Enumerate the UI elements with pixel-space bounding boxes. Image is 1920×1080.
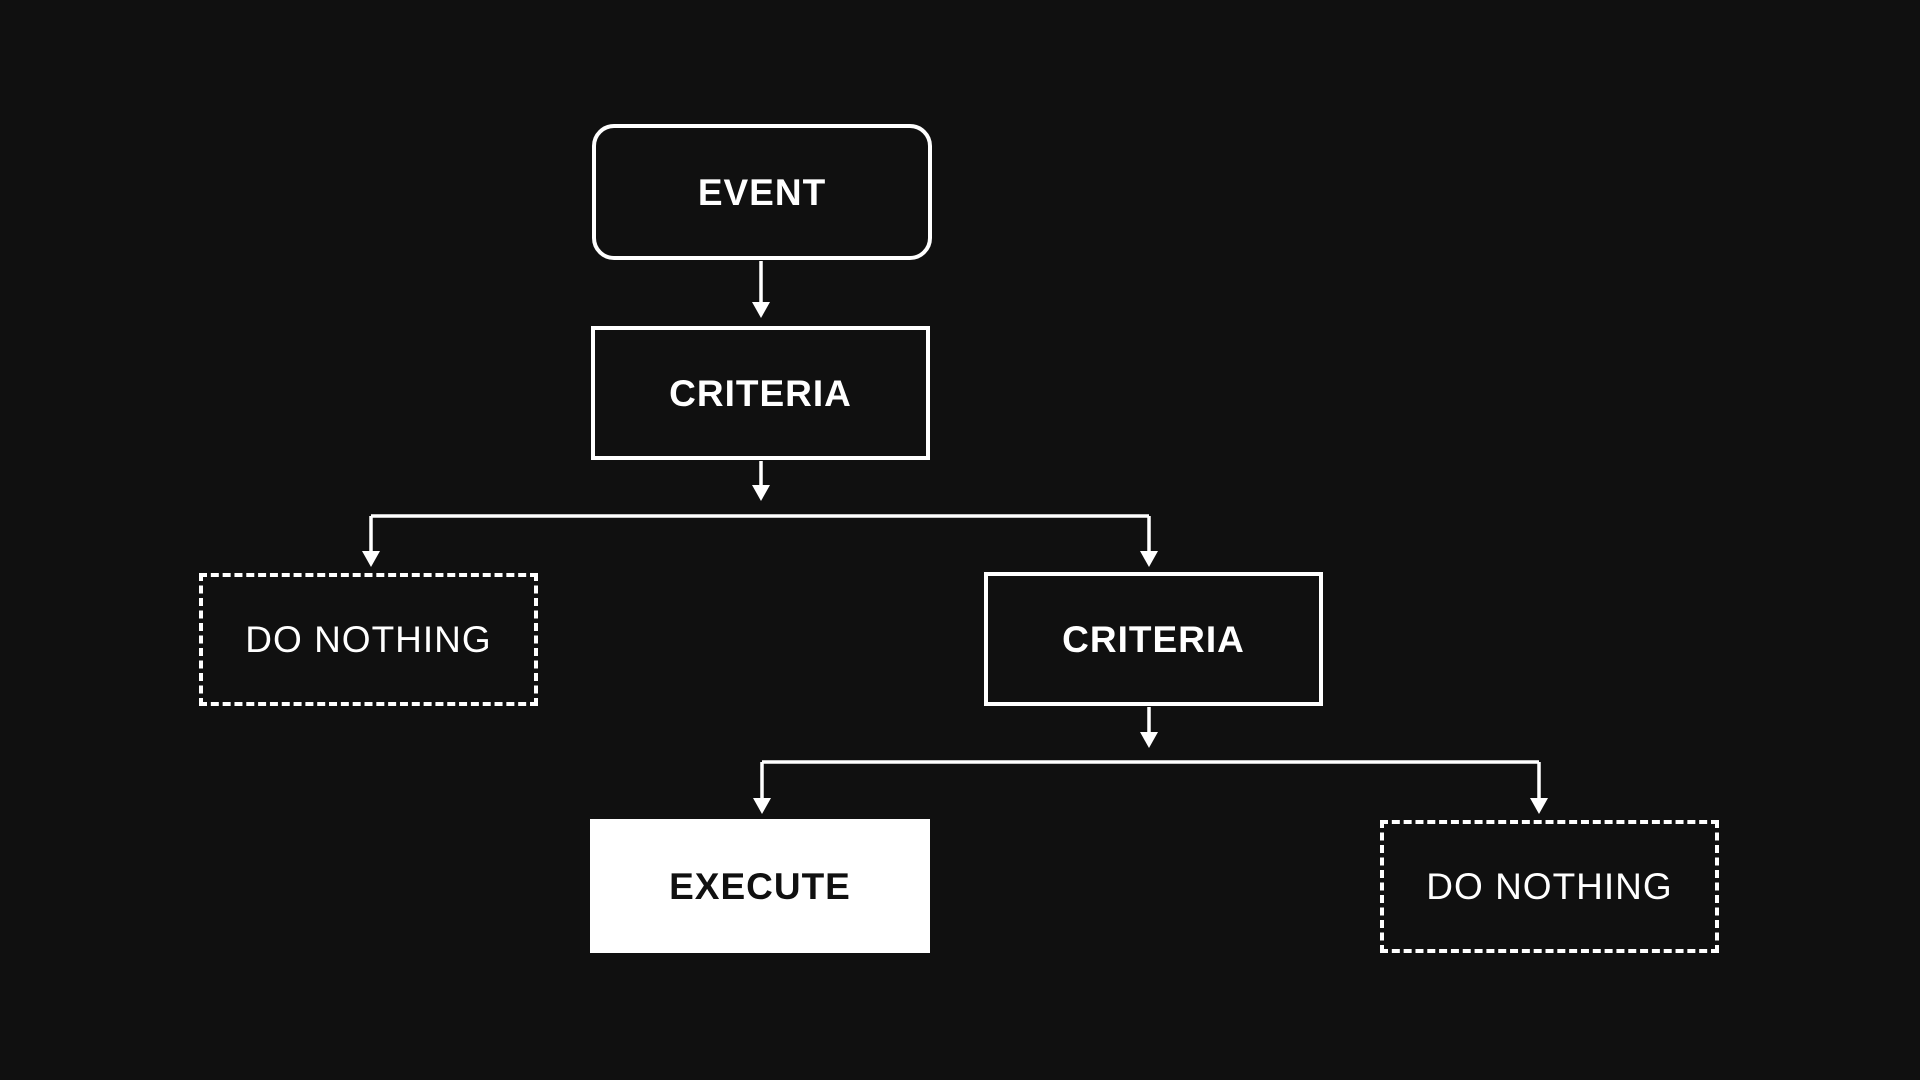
arrowhead: [1530, 798, 1548, 814]
arrowhead: [752, 485, 770, 501]
arrowhead: [753, 798, 771, 814]
criteria-node-1: CRITERIA: [591, 326, 930, 460]
execute-node: EXECUTE: [590, 819, 930, 953]
arrowhead: [1140, 551, 1158, 567]
do-nothing-node-1: DO NOTHING: [199, 573, 538, 706]
arrowhead: [362, 551, 380, 567]
criteria-label: CRITERIA: [1062, 618, 1245, 660]
do-nothing-node-2: DO NOTHING: [1380, 820, 1719, 953]
execute-label: EXECUTE: [669, 865, 851, 907]
event-label: EVENT: [697, 171, 827, 213]
arrowhead: [1140, 732, 1158, 748]
criteria-label: CRITERIA: [669, 372, 852, 414]
do-nothing-label: DO NOTHING: [1426, 866, 1673, 907]
do-nothing-label: DO NOTHING: [245, 619, 492, 660]
event-node: EVENT: [592, 124, 932, 260]
arrowhead: [752, 302, 770, 318]
criteria-node-2: CRITERIA: [984, 572, 1323, 706]
